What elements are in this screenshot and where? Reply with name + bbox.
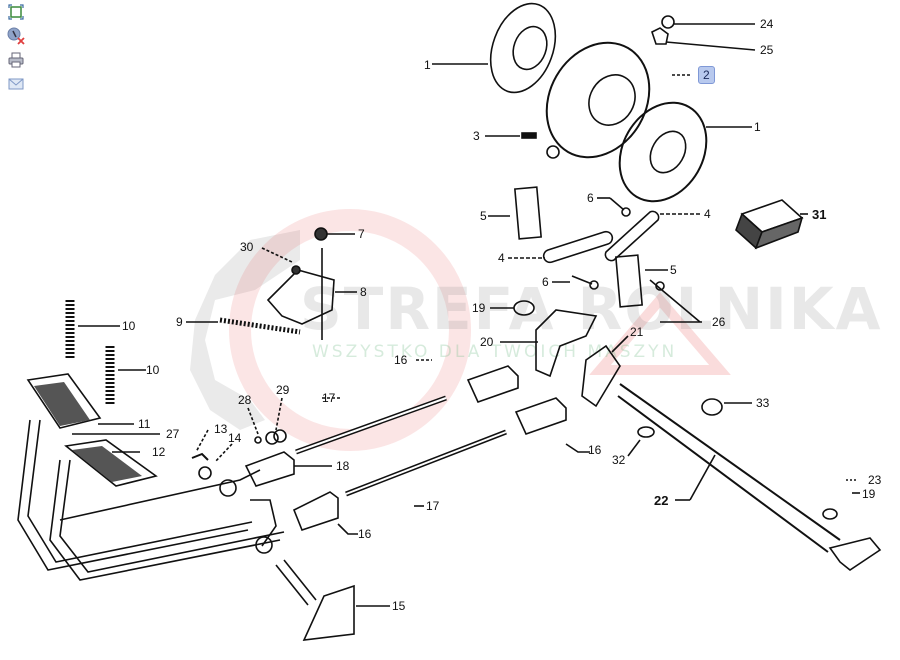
zoom-reset-button[interactable] bbox=[6, 26, 26, 46]
part-label-14: 14 bbox=[228, 431, 242, 445]
email-button[interactable] bbox=[6, 74, 26, 94]
part-label-10-top: 10 bbox=[122, 319, 136, 333]
part-label-28: 28 bbox=[238, 393, 252, 407]
part-label-33: 33 bbox=[756, 396, 770, 410]
part-label-1-right: 1 bbox=[754, 120, 761, 134]
part-label-9: 9 bbox=[176, 315, 183, 329]
part-label-16-right: 16 bbox=[588, 443, 602, 457]
part-label-13: 13 bbox=[214, 422, 228, 436]
fit-screen-button[interactable] bbox=[6, 2, 26, 22]
part-label-21: 21 bbox=[630, 325, 644, 339]
part-label-4-right: 4 bbox=[704, 207, 711, 221]
part-label-10-bottom: 10 bbox=[146, 363, 160, 377]
part-label-18: 18 bbox=[336, 459, 350, 473]
part-label-25: 25 bbox=[760, 43, 774, 57]
part-label-17-bottom: 17 bbox=[426, 499, 440, 513]
part-label-31: 31 bbox=[812, 207, 827, 222]
part-label-8: 8 bbox=[360, 285, 367, 299]
part-label-1-top: 1 bbox=[424, 58, 431, 72]
brake-disc-top bbox=[432, 2, 557, 94]
part-label-3: 3 bbox=[473, 129, 480, 143]
part-label-7: 7 bbox=[358, 227, 365, 241]
part-label-16-bottom: 16 bbox=[358, 527, 372, 541]
fit-screen-icon bbox=[8, 4, 24, 20]
printer-icon bbox=[8, 52, 24, 68]
part-label-23: 23 bbox=[868, 473, 882, 487]
part-label-19-right: 19 bbox=[862, 487, 876, 501]
part-label-16-top: 16 bbox=[394, 353, 408, 367]
brake-pad bbox=[735, 199, 808, 250]
zoom-cancel-icon bbox=[7, 27, 25, 45]
part-label-22: 22 bbox=[654, 493, 669, 508]
part-label-32: 32 bbox=[612, 453, 626, 467]
part-label-24: 24 bbox=[760, 17, 774, 31]
part-label-20: 20 bbox=[480, 335, 494, 349]
watermark-tagline: WSZYSTKO DLA TWOICH MASZYN bbox=[312, 342, 678, 362]
part-label-4-left: 4 bbox=[498, 251, 505, 265]
envelope-icon bbox=[8, 78, 24, 90]
part-label-26: 26 bbox=[712, 315, 726, 329]
part-label-15: 15 bbox=[392, 599, 406, 613]
part-label-2-highlighted[interactable]: 2 bbox=[698, 66, 715, 84]
part-label-6-top: 6 bbox=[587, 191, 594, 205]
pedals bbox=[17, 373, 285, 581]
part-label-30: 30 bbox=[240, 240, 254, 254]
viewer-toolbar bbox=[3, 2, 29, 94]
print-button[interactable] bbox=[6, 50, 26, 70]
brake-disc-right bbox=[618, 101, 752, 203]
part-label-12: 12 bbox=[152, 445, 166, 459]
part-label-27: 27 bbox=[166, 427, 180, 441]
part-label-19-left: 19 bbox=[472, 301, 486, 315]
part-label-6-bottom: 6 bbox=[542, 275, 549, 289]
part-label-29: 29 bbox=[276, 383, 290, 397]
part-label-5-right: 5 bbox=[670, 263, 677, 277]
brake-housing bbox=[485, 41, 651, 159]
part-label-11: 11 bbox=[138, 417, 151, 431]
part-label-5-left: 5 bbox=[480, 209, 487, 223]
part-label-17-top: 17 bbox=[322, 391, 336, 405]
